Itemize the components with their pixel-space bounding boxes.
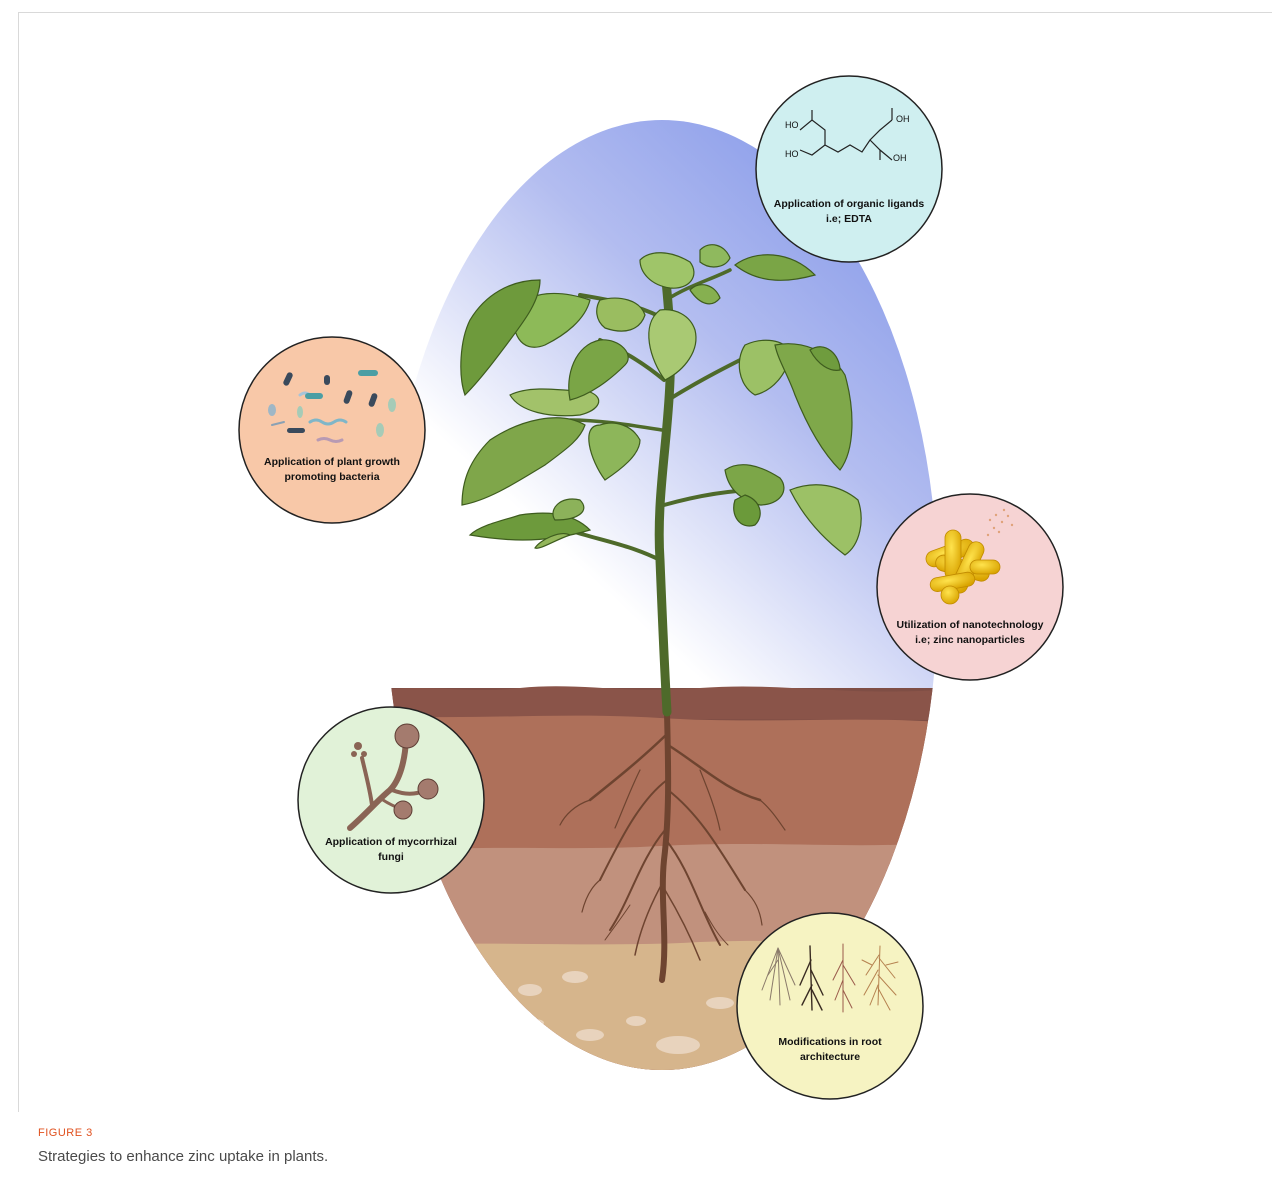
figure-number: FIGURE 3	[38, 1127, 93, 1139]
pgpb-label-line2: promoting bacteria	[284, 471, 379, 483]
strategy-circle-ligands: HO OH HO OH Application of organic ligan…	[756, 76, 942, 262]
edta-oh-bottom: OH	[893, 153, 907, 163]
pgpb-label-line1: Application of plant growth	[264, 456, 400, 468]
strategy-circle-roots: Modifications in root architecture	[737, 913, 923, 1099]
zinc-uptake-diagram: Application of plant growth promoting ba…	[0, 0, 1282, 1120]
edta-ho-bottom: HO	[785, 149, 799, 159]
circle-roots-line2: architecture	[800, 1051, 860, 1063]
circle-ligands-line1: Application of organic ligands	[774, 198, 925, 210]
circle-nano-line2: i.e; zinc nanoparticles	[915, 634, 1025, 646]
circle-roots-line1: Modifications in root	[778, 1036, 882, 1048]
sporangium-2-icon	[418, 779, 438, 799]
circle-fungi-line1: Application of mycorrhizal	[325, 836, 457, 848]
circle-ligands-line2: i.e; EDTA	[826, 213, 872, 225]
edta-ho-top: HO	[785, 120, 799, 130]
strategy-circle-pgpb: Application of plant growth promoting ba…	[239, 337, 425, 523]
circle-fungi-line2: fungi	[378, 851, 404, 863]
sporangium-1-icon	[395, 724, 419, 748]
edta-oh-top: OH	[896, 114, 910, 124]
strategy-circle-nano: Utilization of nanotechnology i.e; zinc …	[877, 494, 1063, 680]
sporangium-3-icon	[394, 801, 412, 819]
strategy-circle-fungi: Application of mycorrhizal fungi	[298, 707, 484, 893]
figure-caption: Strategies to enhance zinc uptake in pla…	[38, 1148, 328, 1165]
circle-nano-line1: Utilization of nanotechnology	[897, 619, 1044, 631]
